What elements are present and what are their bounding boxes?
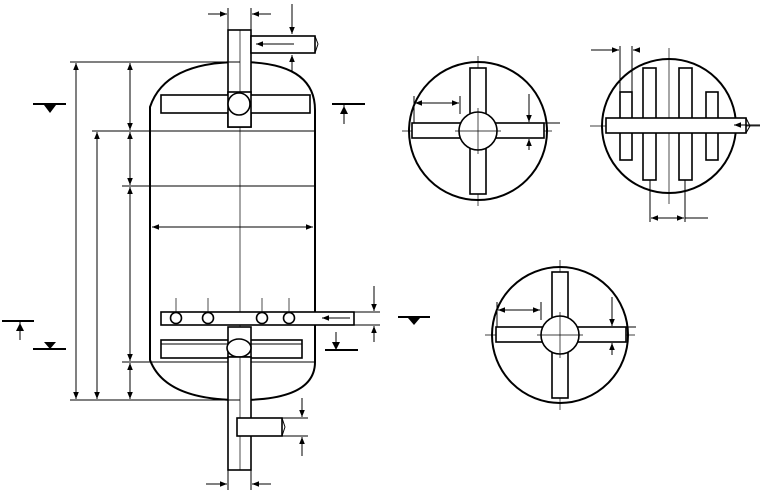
perforation-1 [169, 311, 183, 325]
comb-distributor-plan [590, 46, 760, 222]
bottom-side-branch [236, 417, 283, 437]
comb-header-pipe [605, 117, 747, 134]
lower-cross-distributor-plan [485, 260, 636, 410]
upper-cross-distributor-plan [402, 56, 560, 206]
level-marker-lower-right [325, 332, 358, 351]
level-marker-lower-left-inner [33, 342, 66, 350]
perforation-2 [201, 311, 215, 325]
perforation-4 [282, 311, 296, 325]
perforation-3 [255, 311, 269, 325]
upper-distributor-hub [227, 92, 251, 116]
level-marker-lower-left-outer [2, 320, 34, 340]
level-marker-right-detail [398, 316, 430, 325]
bottom-collector-hub [226, 338, 252, 358]
level-marker-upper-left [33, 103, 66, 113]
vessel-elevation [70, 4, 380, 490]
bottom-outlet-pipe [227, 356, 252, 471]
level-marker-upper-right [332, 103, 365, 124]
